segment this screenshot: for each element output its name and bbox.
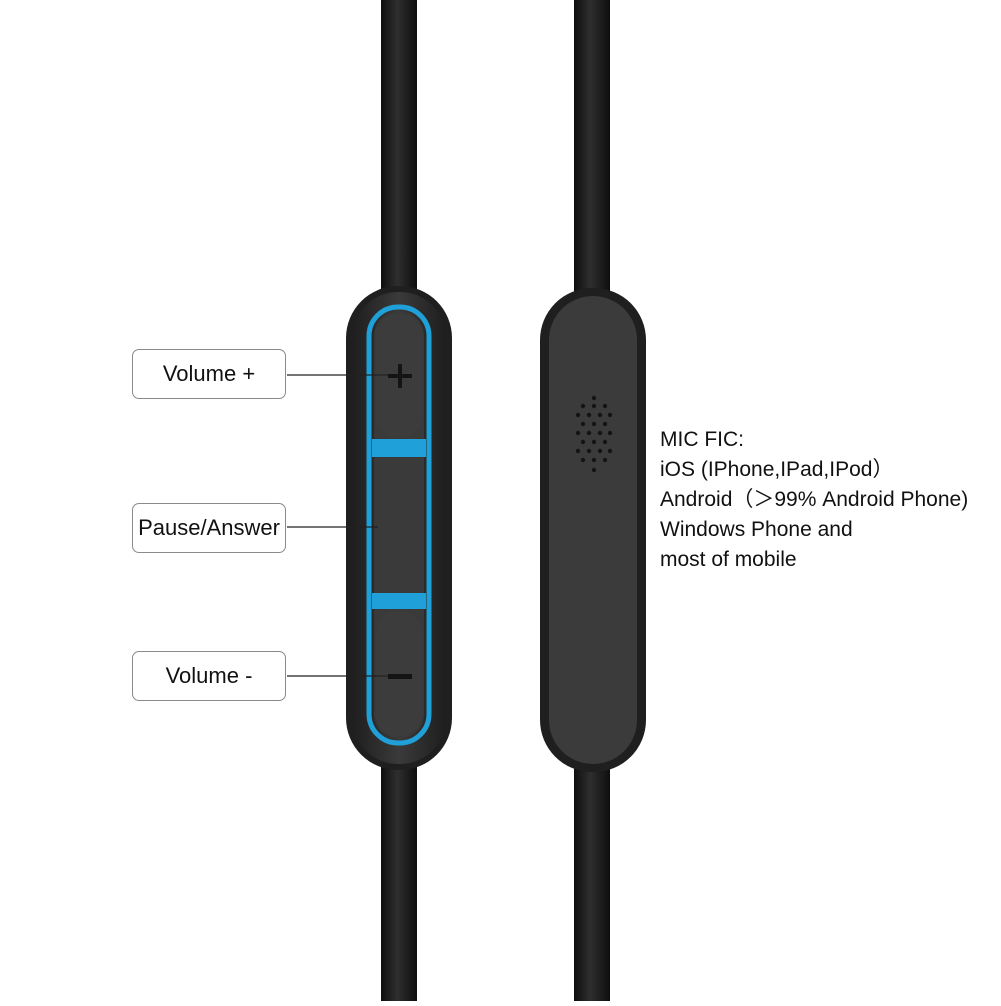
left-cable-top [381, 0, 417, 300]
compatibility-text: MIC FIC: iOS (IPhone,IPad,IPod） Android（… [660, 425, 1000, 575]
pause-answer-button[interactable] [376, 459, 422, 592]
compatibility-line: Android（＞99% Android Phone) [660, 488, 969, 511]
volume-down-button[interactable] [376, 611, 422, 736]
mic-grille-icon [575, 395, 613, 473]
pause-answer-label-text: Pause/Answer [138, 515, 280, 540]
compatibility-line: Windows Phone and [660, 518, 853, 541]
volume-up-label: Volume + [132, 349, 286, 399]
compatibility-title: MIC FIC: [660, 428, 744, 451]
right-cable-bottom [574, 760, 610, 1001]
minus-icon [388, 674, 412, 679]
right-cable-top [574, 0, 610, 300]
compatibility-line: most of mobile [660, 548, 797, 571]
button-panel-accent [366, 304, 432, 746]
volume-down-label-text: Volume - [165, 663, 253, 688]
pause-answer-label: Pause/Answer [132, 503, 286, 553]
volume-down-label: Volume - [132, 651, 286, 701]
plus-icon [388, 364, 412, 388]
compatibility-line: iOS (IPhone,IPad,IPod） [660, 458, 894, 481]
volume-up-label-text: Volume + [162, 361, 256, 386]
left-cable-bottom [381, 760, 417, 1001]
